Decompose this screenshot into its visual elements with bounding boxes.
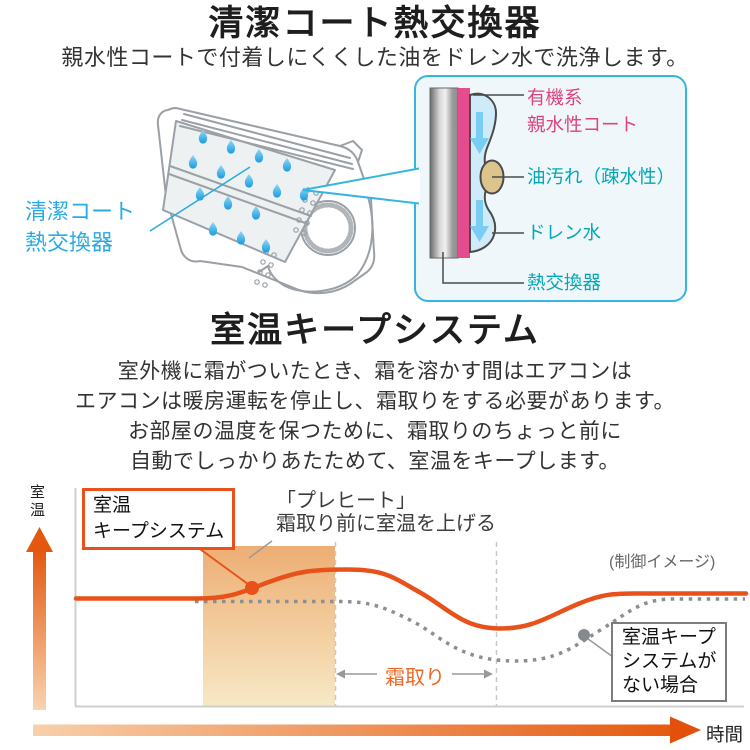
defrost-label: 霜取り	[385, 667, 445, 689]
y-axis-arrow	[26, 527, 53, 710]
unit-label-pointer-line	[149, 166, 251, 232]
heat-exchanger-panel	[162, 120, 336, 263]
preheat-pointer-line	[248, 540, 273, 559]
fan-icon	[300, 200, 356, 256]
no-system-curve-dot	[578, 629, 590, 641]
y-axis-label: 室温	[28, 484, 45, 520]
unit-label: 清潔コート 熱交換器	[25, 196, 135, 258]
oil-label: 油汚れ（疎水性）	[527, 166, 676, 187]
coat-label: 有機系 親水性コート	[527, 87, 639, 135]
section2-title: 室温キープシステム	[210, 311, 540, 350]
ac-unit-outline	[156, 107, 376, 295]
drain-water-label: ドレン水	[527, 222, 602, 243]
x-axis-arrow	[33, 716, 701, 744]
control-image-note: (制御イメージ)	[609, 554, 716, 571]
section2-description: 室外機に霜がついたとき、霜を溶かす間はエアコンは エアコンは暖房運転を停止し、霜…	[75, 360, 675, 473]
heat-exchanger-label: 熱交換器	[527, 272, 602, 293]
preheat-label: 「プレヒート」 霜取り前に室温を上げる	[276, 490, 496, 535]
unit-label-line2: 熱交換器	[25, 230, 114, 255]
x-axis-label: 時間	[706, 724, 744, 745]
preheat-band	[203, 546, 335, 707]
perforation-holes	[254, 187, 319, 288]
no-system-box: 室温キープ システムが ない場合	[611, 622, 728, 702]
callout-wedge	[303, 168, 420, 204]
section1-subtitle: 親水性コートで付着しにくくした油をドレン水で洗浄します。	[61, 45, 689, 70]
no-system-pointer-line	[583, 635, 614, 658]
water-droplets	[188, 130, 309, 253]
keep-curve-dot	[245, 581, 259, 595]
keep-system-curve	[73, 567, 749, 631]
unit-label-line1: 清潔コート	[25, 199, 136, 224]
section1-title: 清潔コート熱交換器	[208, 4, 542, 43]
keep-system-box: 室温 キープシステム	[82, 488, 236, 550]
